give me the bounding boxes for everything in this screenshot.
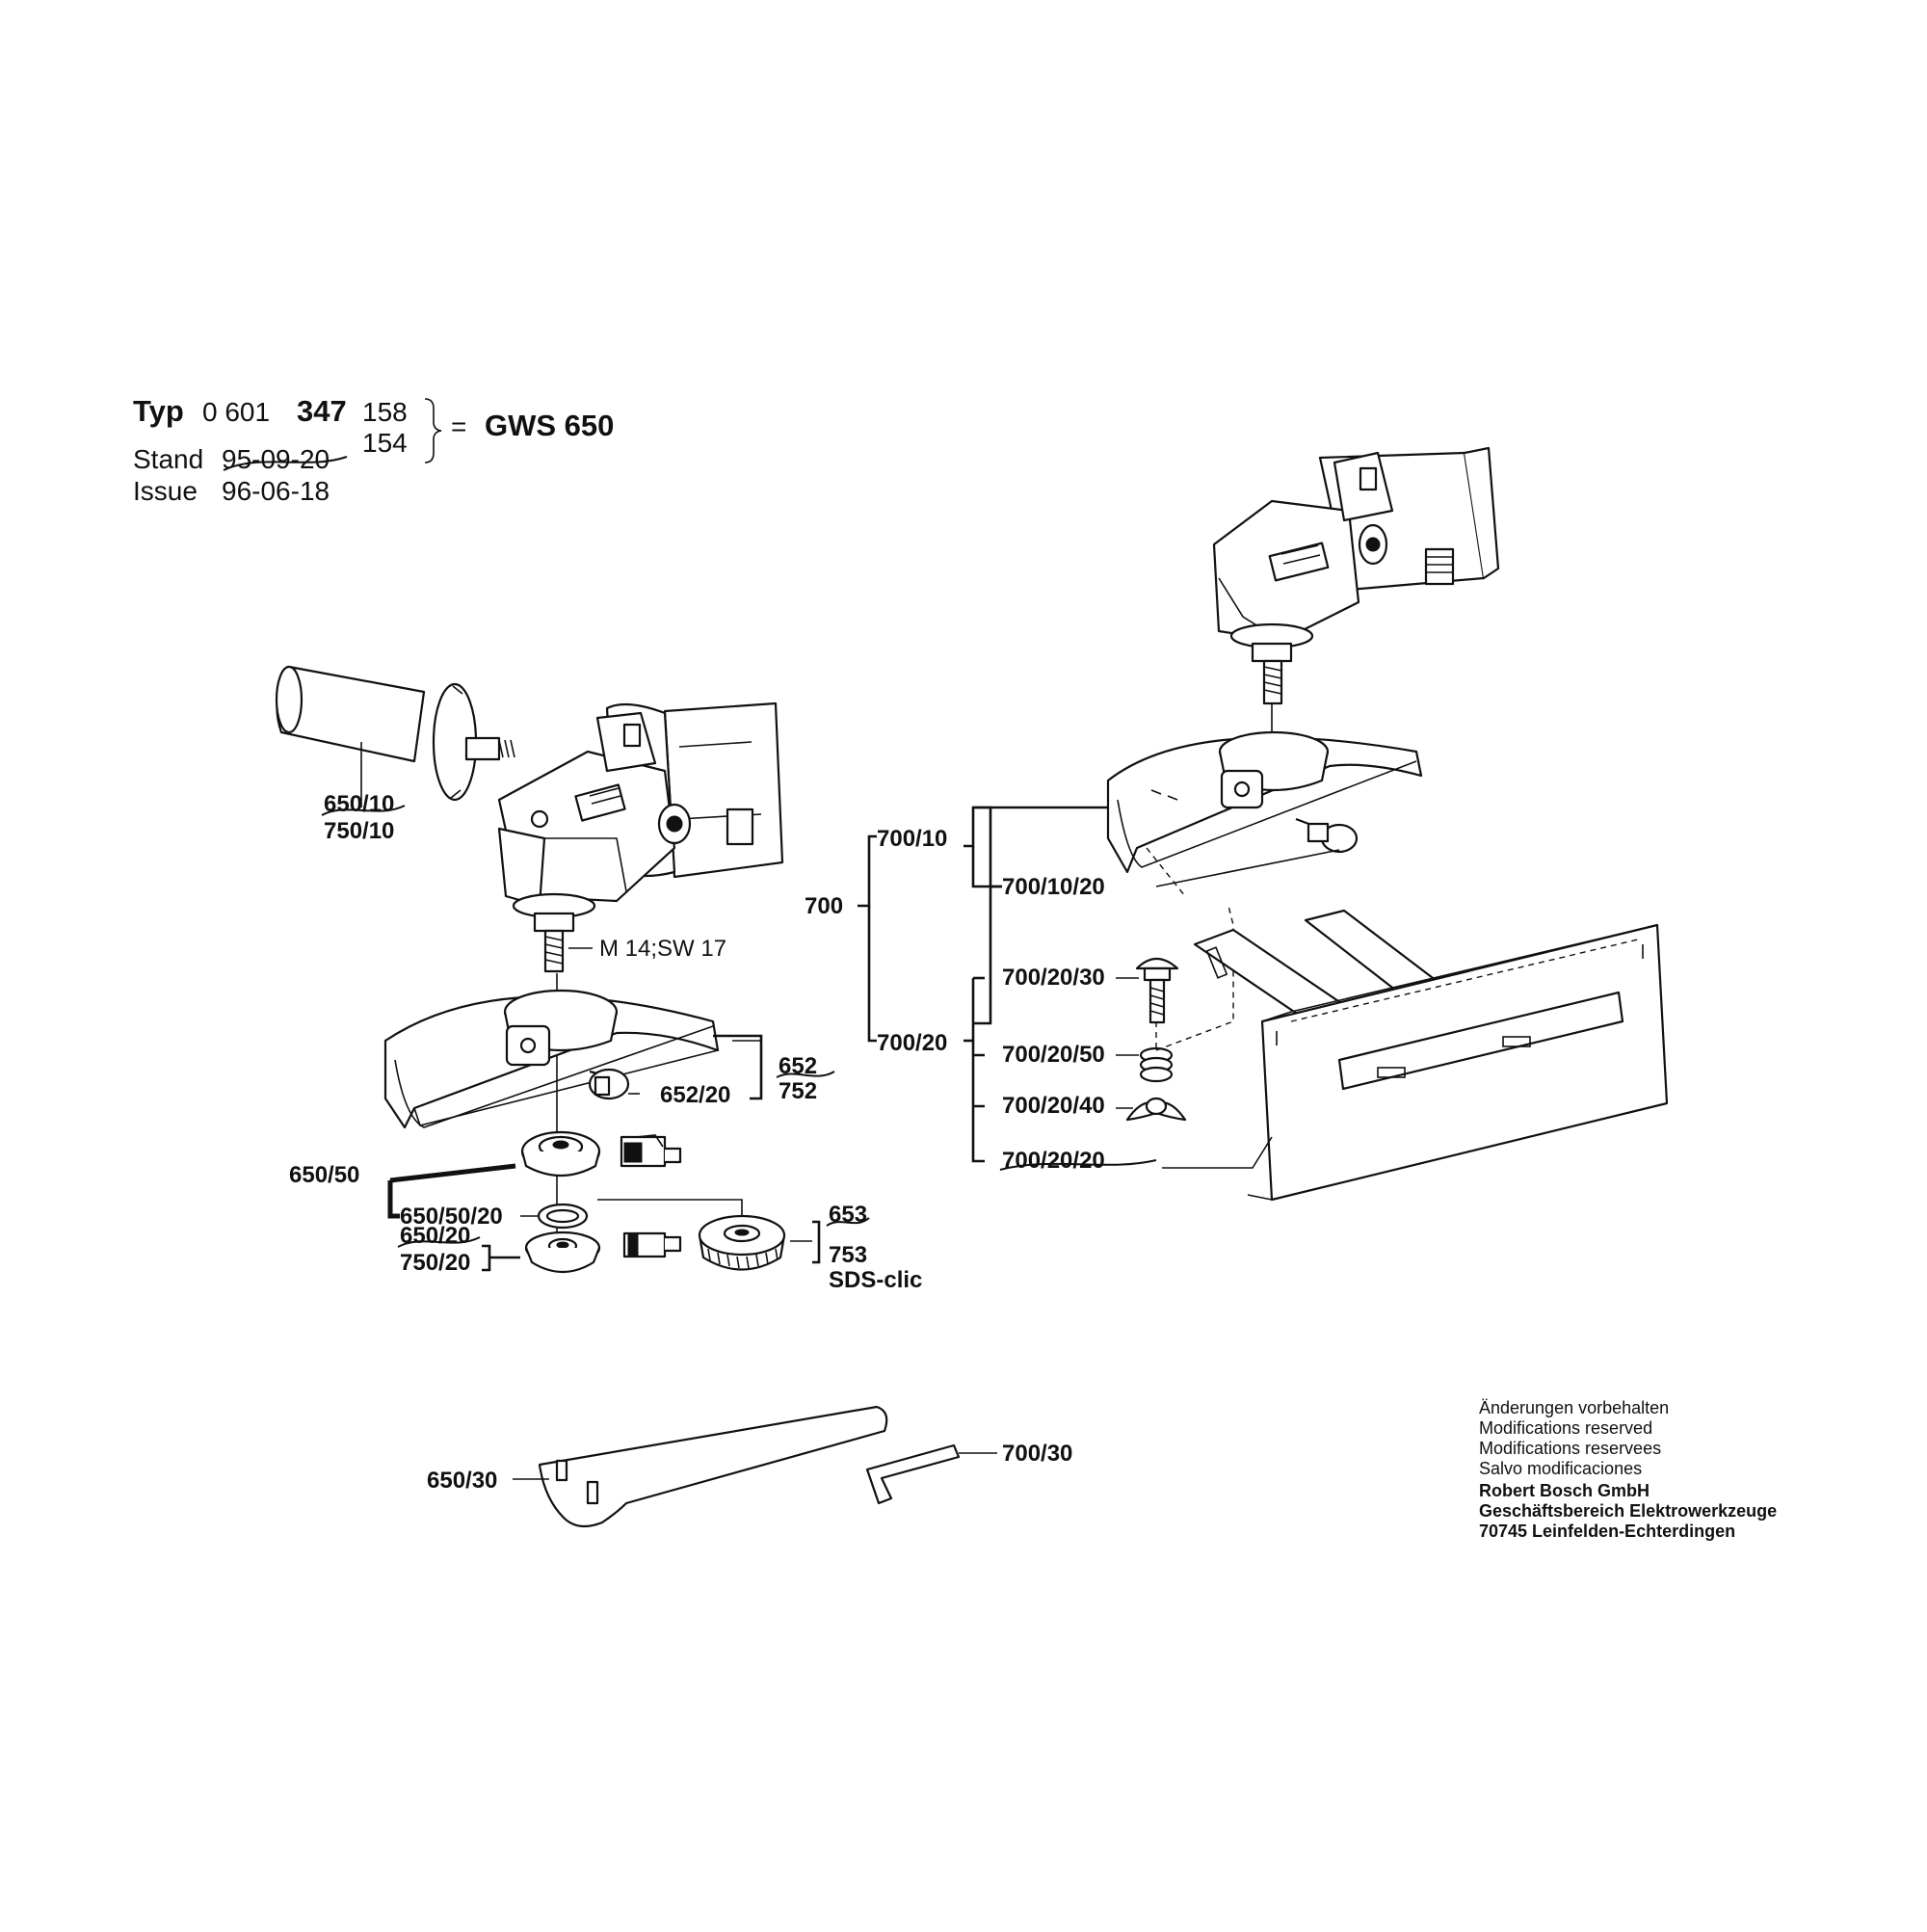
nut-detail-icon bbox=[622, 1231, 682, 1258]
sds-clic-nut-icon bbox=[698, 1214, 786, 1271]
angle-grinder-top-icon bbox=[1212, 446, 1500, 705]
allen-key-icon bbox=[865, 1443, 961, 1505]
angle-grinder-icon bbox=[497, 701, 784, 973]
stand-date: 95-09-20 bbox=[222, 444, 330, 474]
leader-guide bbox=[1162, 1136, 1273, 1169]
cutting-guide-icon bbox=[1193, 909, 1669, 1202]
footer-line-es: Salvo modificaciones bbox=[1479, 1459, 1642, 1478]
label-700-30: 700/30 bbox=[1002, 1441, 1072, 1467]
bracket-700-20 bbox=[971, 978, 985, 1163]
label-653: 653 bbox=[829, 1202, 867, 1228]
label-650-20: 650/20 bbox=[400, 1223, 470, 1249]
label-700-10-20: 700/10/20 bbox=[1002, 874, 1105, 900]
bracket-652 bbox=[713, 1034, 763, 1100]
label-650-30: 650/30 bbox=[427, 1468, 497, 1494]
equals-sign: = bbox=[451, 411, 466, 441]
bracket-650-50 bbox=[387, 1180, 400, 1219]
label-650-10: 650/10 bbox=[324, 791, 394, 817]
bracket-650-20 bbox=[482, 1244, 520, 1272]
auxiliary-handle-icon bbox=[275, 665, 515, 802]
typ-main-number: 347 bbox=[297, 394, 347, 428]
issue-date: 96-06-18 bbox=[222, 476, 330, 506]
carriage-bolt-icon bbox=[1135, 957, 1179, 1024]
strike-700-20-20 bbox=[999, 1159, 1157, 1171]
label-700: 700 bbox=[805, 893, 843, 919]
label-700-20: 700/20 bbox=[877, 1030, 947, 1056]
label-650-50: 650/50 bbox=[289, 1162, 359, 1188]
mounting-flange-icon bbox=[520, 1130, 601, 1177]
title-block: Typ 0 601 347 158 154 = GWS 650 Stand 95… bbox=[133, 394, 614, 506]
bracket-700 bbox=[858, 834, 877, 908]
leader-700-10-20 bbox=[1155, 849, 1340, 887]
label-650-50-20: 650/50/20 bbox=[400, 1204, 503, 1230]
strike-650-20 bbox=[397, 1236, 481, 1248]
wheel-guard-top-icon bbox=[1106, 730, 1423, 874]
footer-line-fr: Modifications reservees bbox=[1479, 1439, 1661, 1458]
label-700-10: 700/10 bbox=[877, 826, 947, 852]
label-sds-clic: SDS-clic bbox=[829, 1267, 922, 1293]
label-750-20: 750/20 bbox=[400, 1250, 470, 1276]
strike-650-10 bbox=[321, 805, 406, 816]
company-division: Geschäftsbereich Elektrowerkzeuge bbox=[1479, 1501, 1777, 1521]
label-700-20-40: 700/20/40 bbox=[1002, 1093, 1105, 1119]
screw-652-20 bbox=[588, 1068, 630, 1100]
stand-label: Stand bbox=[133, 444, 203, 474]
flange-detail-icon bbox=[620, 1134, 682, 1168]
variant-158: 158 bbox=[362, 397, 408, 427]
label-700-20-50: 700/20/50 bbox=[1002, 1042, 1105, 1068]
variants-brace bbox=[424, 398, 442, 463]
bracket-653 bbox=[812, 1220, 821, 1264]
issue-label: Issue bbox=[133, 476, 198, 506]
axis-branch-sds bbox=[597, 1199, 743, 1216]
company-name: Robert Bosch GmbH bbox=[1479, 1481, 1650, 1500]
wheel-guard-icon bbox=[383, 989, 720, 1129]
stand-date-strike bbox=[223, 456, 348, 471]
label-752: 752 bbox=[779, 1078, 817, 1104]
footer-line-en: Modifications reserved bbox=[1479, 1418, 1652, 1438]
label-750-10: 750/10 bbox=[324, 818, 394, 844]
company-address: 70745 Leinfelden-Echterdingen bbox=[1479, 1522, 1735, 1541]
label-753: 753 bbox=[829, 1242, 867, 1268]
label-700-20-20: 700/20/20 bbox=[1002, 1148, 1105, 1174]
strike-652 bbox=[776, 1071, 835, 1078]
label-thread: M 14;SW 17 bbox=[599, 936, 726, 962]
wing-nut-icon bbox=[1125, 1097, 1187, 1122]
clamping-nut-icon bbox=[524, 1231, 601, 1273]
footer-notes: Änderungen vorbehalten Modifications res… bbox=[1479, 1398, 1777, 1541]
screw-700-10-20 bbox=[1295, 817, 1359, 854]
two-pin-spanner-icon bbox=[538, 1405, 888, 1528]
label-700-20-30: 700/20/30 bbox=[1002, 965, 1105, 991]
spring-icon bbox=[1139, 1046, 1174, 1083]
typ-prefix: 0 601 bbox=[202, 397, 270, 427]
o-ring-icon bbox=[537, 1203, 589, 1230]
footer-line-de: Änderungen vorbehalten bbox=[1479, 1398, 1669, 1417]
label-652-20: 652/20 bbox=[660, 1082, 730, 1108]
strike-653 bbox=[826, 1217, 870, 1227]
variant-154: 154 bbox=[362, 428, 408, 458]
typ-label: Typ bbox=[133, 394, 184, 428]
model-name: GWS 650 bbox=[485, 409, 614, 442]
